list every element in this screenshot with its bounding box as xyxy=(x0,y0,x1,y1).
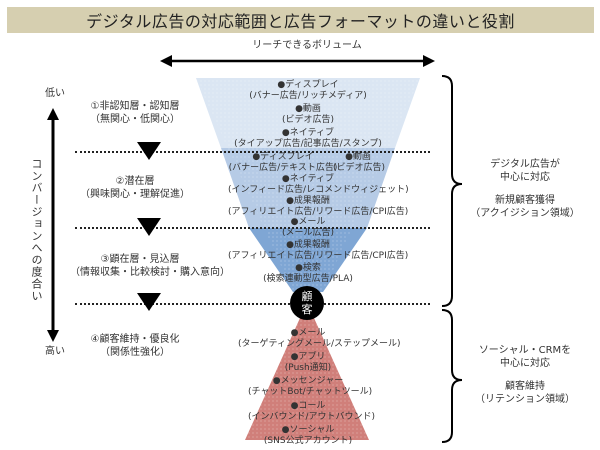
stage-1-label: ①非認知層・認知層 （無関心・低関心） xyxy=(90,101,180,125)
funnel-item: ●動画(ビデオ広告) xyxy=(281,104,335,125)
funnel-item: ●ディスプレイ(バナー広告/テキスト広告) xyxy=(228,152,338,173)
funnel-item: ●成果報酬(アフィリエイト広告/リワード広告/CPI広告) xyxy=(228,196,409,217)
retention-item: ●ソーシャル(SNS公式アカウント) xyxy=(263,425,353,446)
stage-arrow-3-icon xyxy=(137,293,161,311)
reach-label: リーチできるボリューム xyxy=(252,40,362,51)
axis-top-label: 低い xyxy=(45,88,65,99)
customer-node: 顧客 xyxy=(290,286,324,320)
funnel-item: ●ネイティブ(インフィード広告/レコメンドウィジェット) xyxy=(228,174,409,195)
funnel-item: ●検索(検索連動型広告/PLA) xyxy=(263,263,353,284)
arrow-down-head-icon xyxy=(47,330,59,342)
acquisition-note: デジタル広告が 中心に対応 新規顧客獲得 （アクイジション領域） xyxy=(470,159,580,219)
retention-item: ●コール(インバウンド/アウトバウンド) xyxy=(248,401,376,422)
funnel-item: ●ネイティブ(タイアップ広告/記事広告/スタンプ) xyxy=(234,128,382,149)
funnel-item: ●メール(メール広告) xyxy=(281,217,335,238)
arrow-up-head-icon xyxy=(47,108,59,120)
retention-note: ソーシャル・CRMを 中心に対応 顧客維持 （リテンション領域） xyxy=(475,345,575,405)
stage-3-label: ③顕在層・見込層 （情報収集・比較検討・購入意向） xyxy=(70,254,230,278)
stage-divider-1 xyxy=(75,151,430,153)
stage-divider-3 xyxy=(75,303,430,305)
acquisition-brace xyxy=(441,75,463,307)
stage-arrow-1-icon xyxy=(137,142,161,160)
retention-item: ●メッセンジャー(チャットBot/チャットツール) xyxy=(248,376,373,397)
arrow-left-head-icon xyxy=(160,55,172,67)
retention-item: ●アプリ(Push通知) xyxy=(284,352,332,373)
braces xyxy=(441,75,463,443)
retention-brace xyxy=(441,309,463,443)
funnel-item: ●ディスプレイ(バナー広告/リッチメディア) xyxy=(249,80,367,101)
axis-bottom-label: 高い xyxy=(45,346,65,357)
axis-vertical-label: コンバージョンへの度合い xyxy=(30,158,43,302)
arrow-right-head-icon xyxy=(423,55,435,67)
retention-item: ●メール(ターゲティングメール/ステップメール) xyxy=(238,328,401,349)
stage-2-label: ②潜在層 （興味関心・理解促進） xyxy=(80,176,190,200)
diagram-title: デジタル広告の対応範囲と広告フォーマットの違いと役割 xyxy=(7,7,594,33)
conversion-axis-arrow xyxy=(47,108,59,342)
stage-divider-2 xyxy=(75,227,430,229)
funnel-item: ●成果報酬(アフィリエイト広告/リワード広告/CPI広告) xyxy=(228,240,409,261)
reach-arrow xyxy=(160,55,435,67)
stage-4-label: ④顧客維持・優良化 （関係性強化） xyxy=(90,334,180,358)
title-text: デジタル広告の対応範囲と広告フォーマットの違いと役割 xyxy=(86,12,515,31)
funnel-item: ●動画(ビデオ広告) xyxy=(333,152,386,173)
stage-arrow-2-icon xyxy=(137,218,161,236)
